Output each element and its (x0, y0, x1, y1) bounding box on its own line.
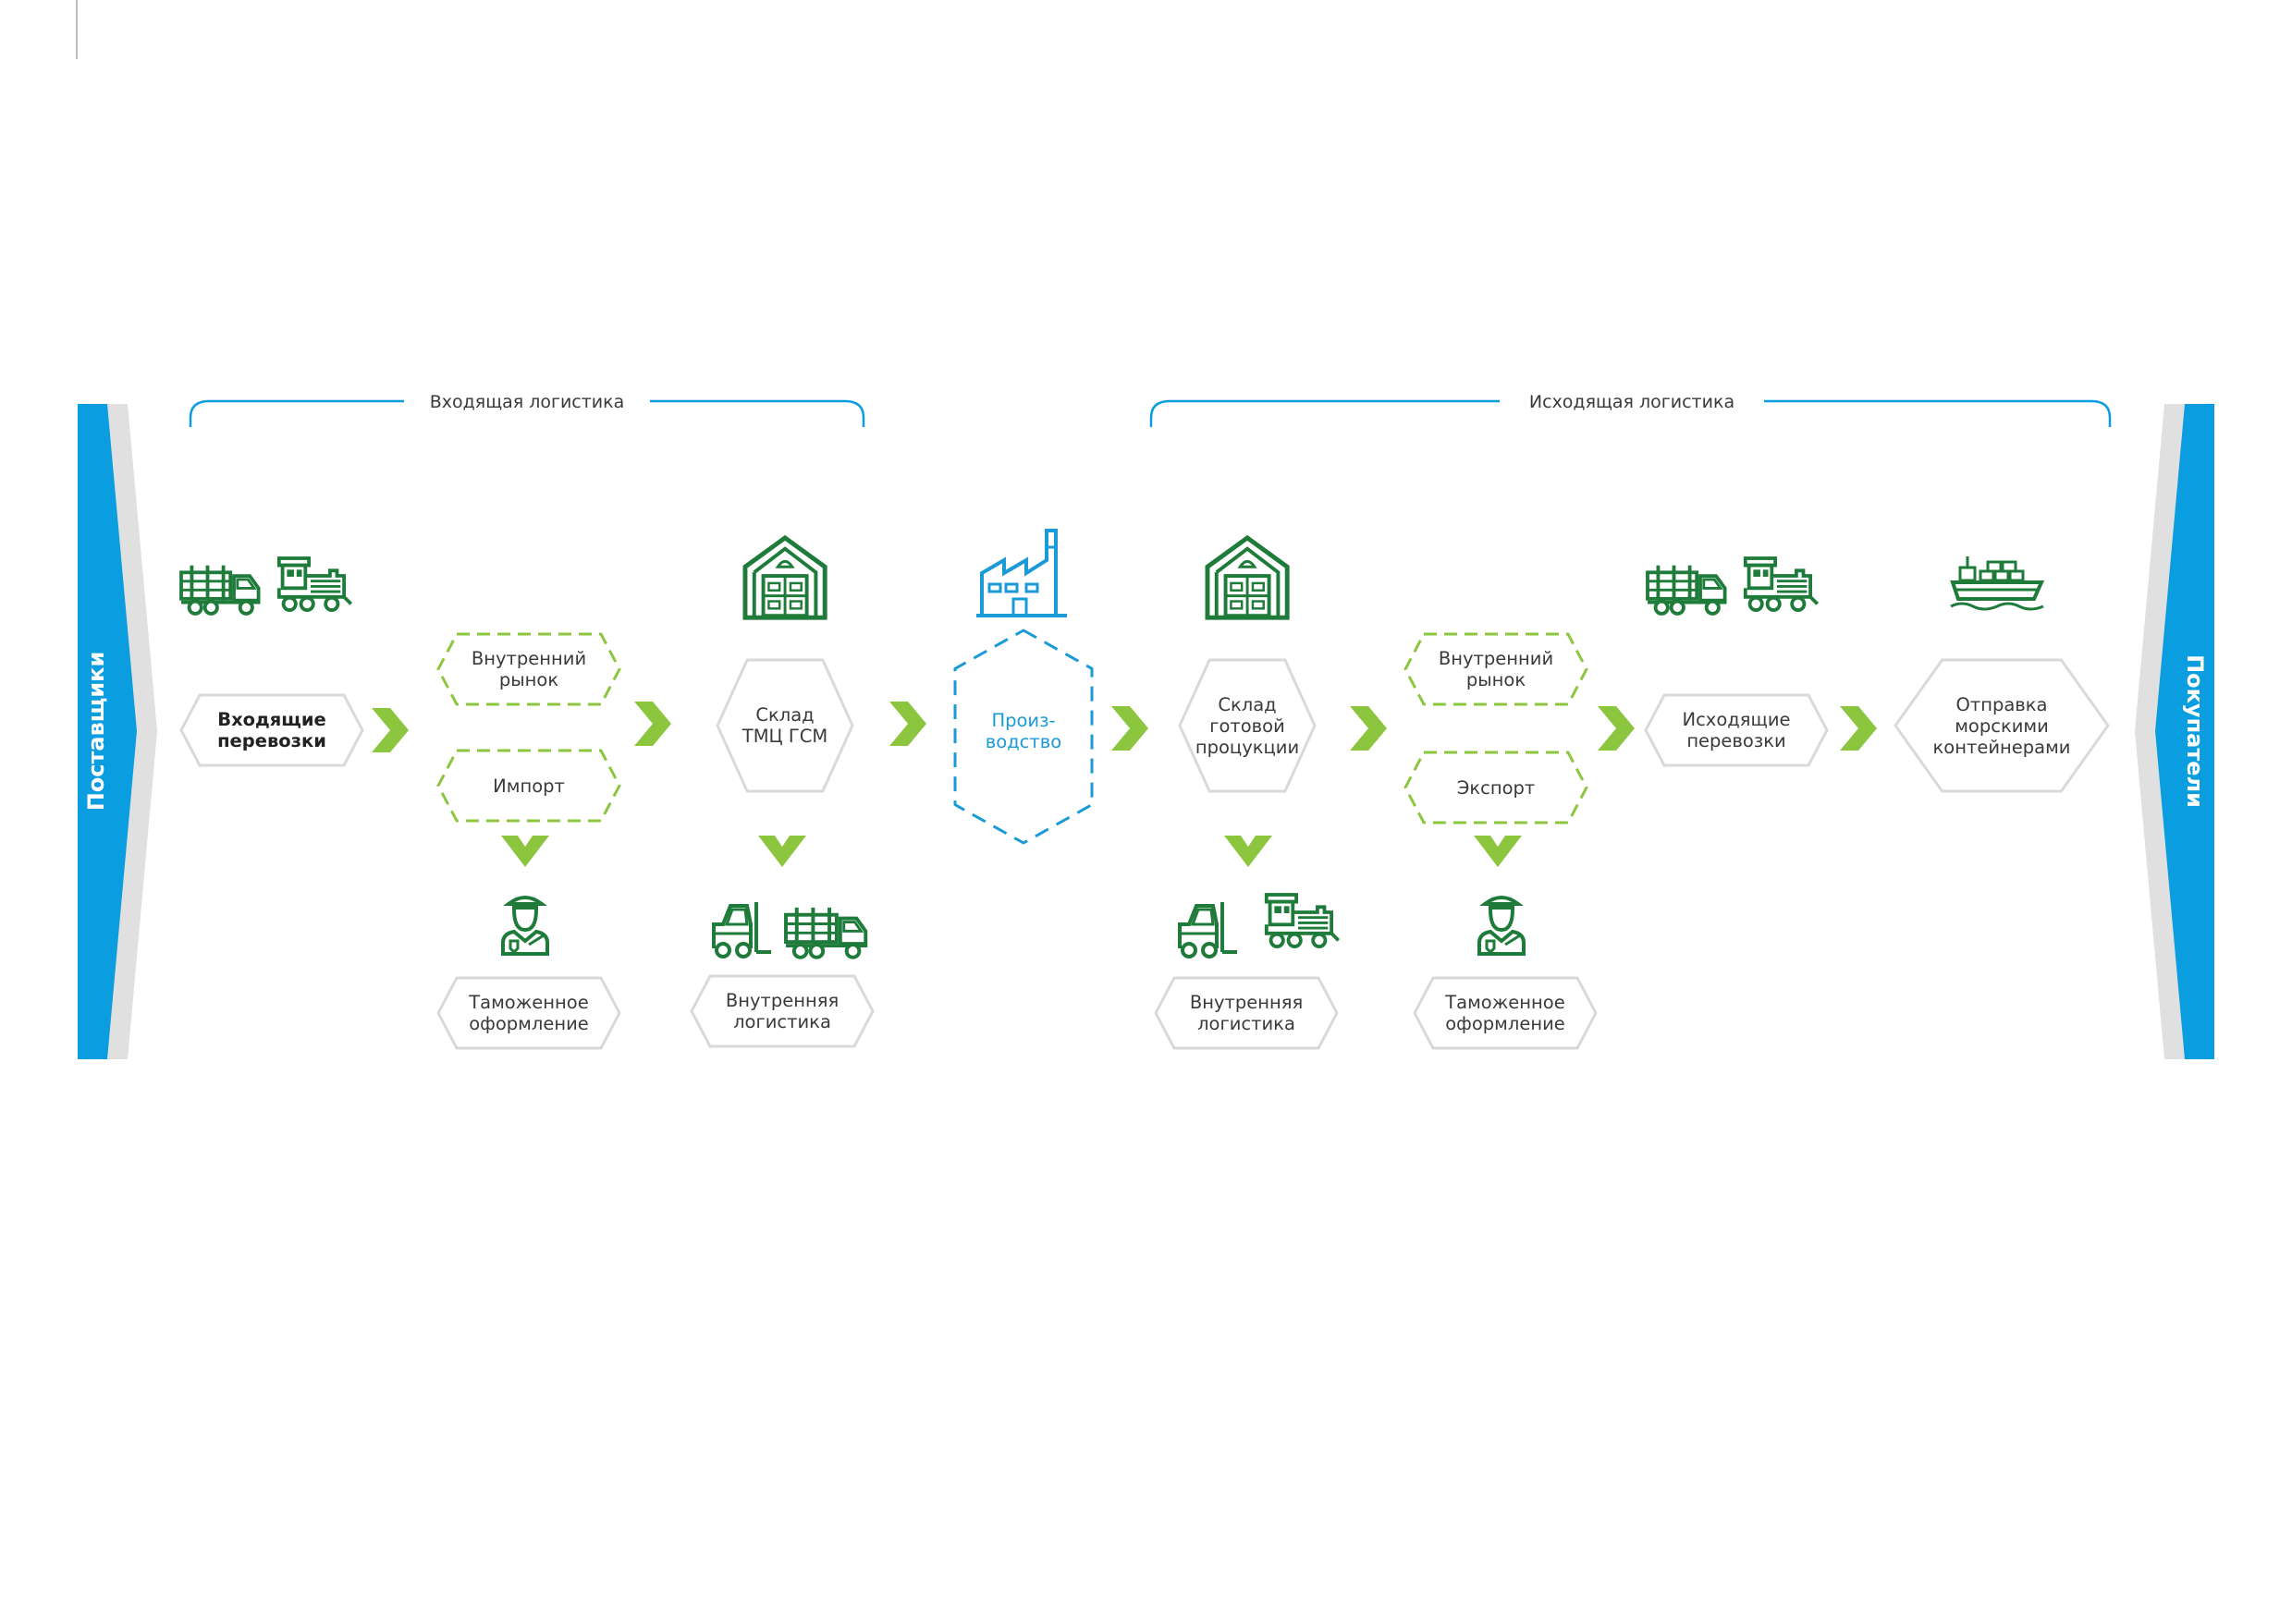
node-internal-logistics-in: Внутренняя логистика (725, 990, 840, 1032)
customs-officer-icon (501, 896, 549, 956)
cargo-ship-icon (1949, 555, 2045, 611)
locomotive-icon (1264, 893, 1341, 948)
arrow-right-7 (1840, 706, 1877, 751)
node-outbound-transport: Исходящие перевозки (1682, 709, 1791, 751)
arrow-down-3 (1224, 836, 1272, 867)
locomotive-icon (1743, 556, 1820, 612)
warehouse-finished-shape (1178, 658, 1317, 793)
production-shape (953, 629, 1094, 845)
warehouse-icon (745, 538, 825, 617)
factory-icon (974, 529, 1069, 617)
suppliers-band-shape (78, 404, 137, 1059)
arrow-down-4 (1474, 836, 1522, 867)
inbound-logistics-label: Входящая логистика (429, 392, 625, 412)
import-shape (436, 749, 621, 823)
arrow-right-2 (634, 702, 671, 746)
customs-out-shape (1413, 976, 1598, 1050)
node-customs-out: Таможенное оформление (1445, 992, 1565, 1034)
outbound-logistics-label: Исходящая логистика (1528, 392, 1735, 412)
export-shape (1403, 751, 1588, 824)
forklift-icon (712, 900, 773, 959)
customs-officer-icon (1477, 896, 1526, 956)
customs-in-shape (436, 976, 621, 1050)
outbound-transport-shape (1644, 693, 1829, 767)
node-import: Импорт (493, 775, 565, 797)
warehouse-icon (1207, 538, 1287, 617)
inbound-brace-left (189, 399, 404, 427)
arrow-right-3 (889, 702, 926, 746)
node-production: Произ- водство (985, 710, 1062, 752)
arrow-down-2 (758, 836, 806, 867)
node-sea-shipping: Отправка морскими контейнерами (1932, 693, 2071, 758)
forklift-icon (1178, 900, 1239, 959)
domestic-market-in-shape (436, 632, 621, 706)
node-customs-in: Таможенное оформление (469, 992, 589, 1034)
outbound-brace-right (1764, 399, 2112, 427)
log-truck-icon (784, 905, 870, 959)
warehouse-tmc-shape (716, 658, 854, 793)
node-inbound-transport: Входящие перевозки (217, 709, 326, 751)
domestic-market-out-shape (1403, 632, 1588, 706)
sea-shipping-shape (1894, 658, 2110, 793)
inbound-brace-right (650, 399, 865, 427)
node-domestic-market-out: Внутренний рынок (1438, 648, 1554, 690)
inbound-transport-shape (179, 693, 364, 767)
log-truck-icon (1646, 563, 1729, 616)
arrow-down-1 (501, 836, 549, 867)
node-warehouse-finished: Склад готовой процукции (1195, 693, 1300, 758)
arrow-right-1 (372, 708, 409, 752)
arrow-right-5 (1350, 706, 1387, 751)
buyers-band-shape (2155, 404, 2214, 1059)
suppliers-label: Поставщики (83, 651, 109, 812)
node-domestic-market-in: Внутренний рынок (471, 648, 587, 690)
arrow-right-6 (1598, 706, 1635, 751)
node-internal-logistics-out: Внутренняя логистика (1189, 992, 1304, 1034)
arrow-right-4 (1111, 706, 1148, 751)
log-truck-icon (179, 563, 263, 616)
buyers-label: Покупатели (2182, 654, 2208, 808)
locomotive-icon (276, 556, 353, 612)
node-export: Экспорт (1456, 776, 1536, 799)
outbound-brace-left (1149, 399, 1500, 427)
internal-logistics-out-shape (1154, 976, 1339, 1050)
node-warehouse-tmc: Склад ТМЦ ГСМ (742, 704, 828, 747)
internal-logistics-in-shape (690, 974, 875, 1048)
